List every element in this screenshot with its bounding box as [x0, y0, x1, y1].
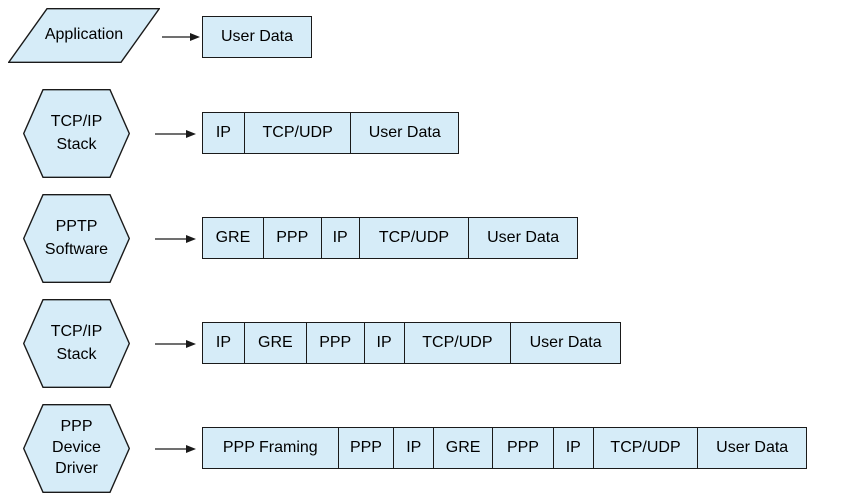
packet-cell-user-data: User Data	[468, 218, 577, 258]
packet-cell-tcp-udp: TCP/UDP	[358, 218, 469, 258]
hexagon-icon	[23, 404, 130, 493]
hexagon-icon	[23, 194, 130, 283]
packet-cell-ppp: PPP	[337, 428, 394, 468]
packet-cell-gre: GRE	[243, 323, 306, 363]
packet-cell-ip: IP	[320, 218, 359, 258]
arrow-right-icon	[154, 232, 197, 250]
packet-cell-ip: IP	[393, 428, 433, 468]
parallelogram-icon	[8, 8, 160, 63]
packet-cell-tcp-udp: TCP/UDP	[403, 323, 511, 363]
arrow-right-icon	[154, 127, 197, 145]
arrow-right-icon	[161, 30, 201, 48]
tcpip-stack-shape: TCP/IP Stack	[23, 89, 130, 178]
packet-cell-user-data: User Data	[220, 28, 294, 45]
hexagon-icon	[23, 299, 130, 388]
packet-structure-application: User Data	[202, 16, 312, 58]
packet-structure-pptp: GRE PPP IP TCP/UDP User Data	[202, 217, 578, 259]
tcpip-stack-shape-2: TCP/IP Stack	[23, 299, 130, 388]
packet-cell-ppp: PPP	[262, 218, 321, 258]
packet-cell-ip: IP	[215, 334, 232, 351]
packet-cell-ip: IP	[552, 428, 593, 468]
pptp-software-shape: PPTP Software	[23, 194, 130, 283]
packet-cell-gre: GRE	[215, 229, 251, 246]
packet-cell-user-data: User Data	[350, 113, 458, 153]
packet-cell-gre: GRE	[433, 428, 492, 468]
ppp-device-driver-shape: PPP Device Driver	[23, 404, 130, 493]
packet-cell-ppp: PPP	[492, 428, 553, 468]
packet-cell-user-data: User Data	[510, 323, 620, 363]
packet-structure-tcpip: IP TCP/UDP User Data	[202, 112, 459, 154]
packet-cell-tcp-udp: TCP/UDP	[243, 113, 351, 153]
packet-structure-ppp-device: PPP Framing PPP IP GRE PPP IP TCP/UDP Us…	[202, 427, 807, 469]
application-shape: Application	[8, 8, 160, 63]
packet-cell-ip: IP	[363, 323, 404, 363]
packet-cell-ppp-framing: PPP Framing	[222, 439, 318, 456]
packet-cell-user-data: User Data	[697, 428, 806, 468]
packet-cell-tcp-udp: TCP/UDP	[592, 428, 698, 468]
packet-cell-ip: IP	[215, 124, 231, 141]
packet-structure-tcpip-outer: IP GRE PPP IP TCP/UDP User Data	[202, 322, 621, 364]
hexagon-icon	[23, 89, 130, 178]
arrow-right-icon	[154, 442, 197, 460]
arrow-right-icon	[154, 337, 197, 355]
packet-cell-ppp: PPP	[305, 323, 364, 363]
